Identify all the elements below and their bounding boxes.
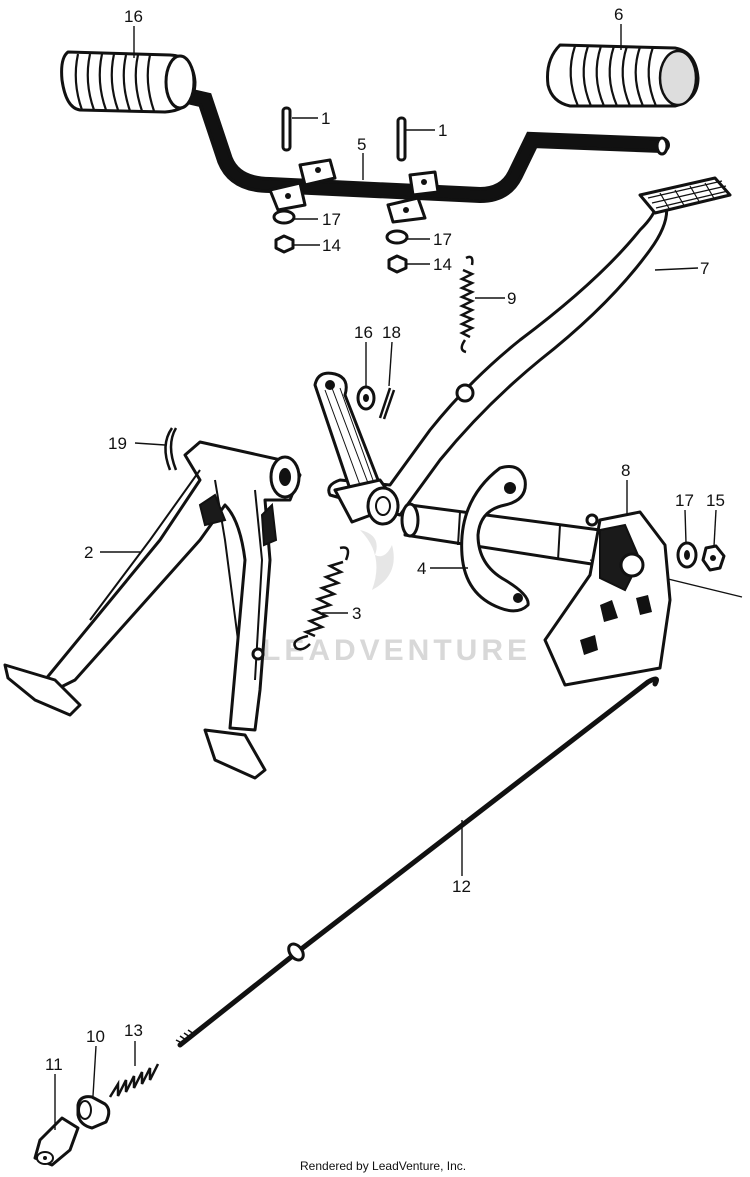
grip-left [60, 50, 197, 114]
washer-17c [676, 541, 698, 569]
cotter-pin-18 [378, 387, 396, 420]
callout-7: 7 [700, 259, 709, 278]
callouts: 16 6 1 1 5 17 14 17 14 7 9 16 18 19 2 3 … [45, 5, 725, 1074]
pin-1b [396, 116, 407, 162]
pin-1a [281, 106, 292, 152]
callout-13: 13 [124, 1021, 143, 1040]
callout-10: 10 [86, 1027, 105, 1046]
callout-17-shaft: 17 [675, 491, 694, 510]
washer-17a [272, 209, 296, 225]
brake-rod [175, 676, 659, 1048]
footrest-bar [162, 84, 670, 224]
callout-17-left: 17 [322, 210, 341, 229]
spring-13 [108, 1063, 160, 1098]
callout-17-right: 17 [433, 230, 452, 249]
cotter-pin-19 [164, 427, 178, 471]
main-stand [3, 440, 302, 780]
callout-12: 12 [452, 877, 471, 896]
nut-14a [274, 234, 295, 254]
callout-4: 4 [417, 559, 426, 578]
callout-8: 8 [621, 461, 630, 480]
nut-15 [701, 544, 726, 572]
callout-18: 18 [382, 323, 401, 342]
callout-14-left: 14 [322, 236, 341, 255]
callout-6: 6 [614, 5, 623, 24]
leader-lines [54, 24, 717, 1130]
callout-1-left: 1 [321, 109, 330, 128]
spring-9 [458, 255, 476, 354]
footer-credit: Rendered by LeadVenture, Inc. [300, 1159, 466, 1173]
stopper-plate [460, 465, 530, 613]
nut-14b [387, 254, 408, 274]
callout-16-grip: 16 [124, 7, 143, 26]
spring-3 [293, 546, 350, 651]
callout-1-right: 1 [438, 121, 447, 140]
callout-2: 2 [84, 543, 93, 562]
watermark-flame-icon [360, 530, 394, 590]
callout-5: 5 [357, 135, 366, 154]
callout-11: 11 [45, 1055, 63, 1074]
callout-19: 19 [108, 434, 127, 453]
callout-14-right: 14 [433, 255, 452, 274]
brake-pedal-arm [313, 176, 732, 526]
callout-3: 3 [352, 604, 361, 623]
washer-16 [356, 385, 376, 411]
washer-17b [385, 229, 409, 245]
callout-9: 9 [507, 289, 516, 308]
adjuster-nut-11 [33, 1116, 80, 1167]
callout-15: 15 [706, 491, 725, 510]
callout-16-washer: 16 [354, 323, 373, 342]
watermark-text: LEADVENTURE [262, 634, 531, 667]
bracket-8 [543, 510, 672, 687]
watermark: LEADVENTURE [262, 530, 531, 667]
grip-right [546, 43, 700, 108]
trunnion-10 [76, 1095, 111, 1130]
